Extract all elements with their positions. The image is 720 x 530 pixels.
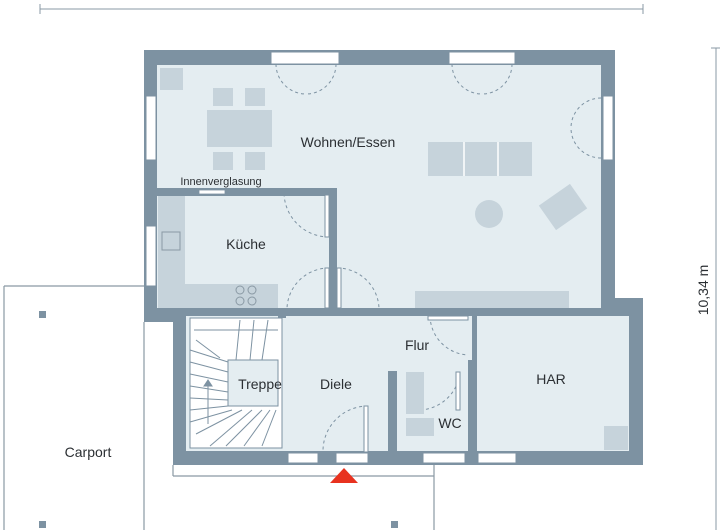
furniture <box>158 68 628 450</box>
label-kueche: Küche <box>226 236 266 252</box>
label-carport: Carport <box>65 444 112 460</box>
windows <box>145 51 614 464</box>
sink-icon <box>161 231 181 251</box>
sideboard <box>415 291 569 308</box>
label-wc: WC <box>438 415 461 431</box>
armchair <box>538 183 588 231</box>
label-height-dimension: 10,34 m <box>695 265 711 316</box>
carport-posts <box>39 311 398 528</box>
wc-basin <box>406 372 424 414</box>
floor-har <box>477 316 629 451</box>
innenverglasung-glass <box>198 189 226 195</box>
door-leaves <box>324 194 469 453</box>
floor-flur <box>388 316 472 371</box>
label-wohnen: Wohnen/Essen <box>301 134 396 150</box>
stove-icon <box>235 285 257 306</box>
label-diele: Diele <box>320 376 352 392</box>
dining-table <box>207 110 272 147</box>
wc-toilet <box>406 418 434 436</box>
cabinet <box>160 68 183 90</box>
har-box <box>604 426 628 450</box>
interior-walls <box>157 188 601 452</box>
label-flur: Flur <box>405 337 429 353</box>
kitchen-counter-bottom <box>158 284 278 308</box>
round-table <box>475 200 503 228</box>
sofa <box>428 142 532 176</box>
entrance-arrow-icon <box>330 468 358 483</box>
right-dimension-line <box>711 47 720 530</box>
label-innenverglasung: Innenverglasung <box>180 176 261 188</box>
staircase <box>189 317 283 449</box>
label-treppe: Treppe <box>238 376 282 392</box>
label-har: HAR <box>536 371 566 387</box>
carport <box>3 285 435 530</box>
top-dimension-line <box>39 4 644 14</box>
door-swings <box>275 63 602 452</box>
